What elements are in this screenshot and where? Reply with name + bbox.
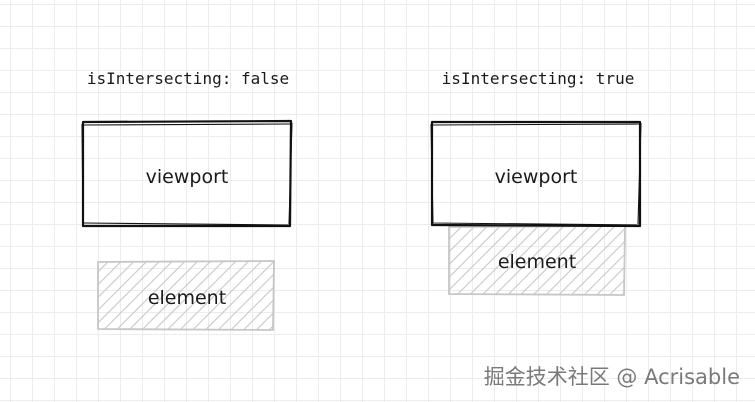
element-box-left (97, 260, 275, 331)
status-label-false: isIntersecting: false (87, 69, 289, 88)
element-label-left: element (148, 287, 226, 309)
viewport-box-left (81, 119, 293, 228)
scenario-not-intersecting: isIntersecting: false viewport element (81, 69, 293, 331)
scenario-intersecting: isIntersecting: true viewport element (430, 69, 642, 296)
status-label-true: isIntersecting: true (442, 69, 635, 88)
element-box-right (448, 225, 626, 296)
viewport-box-right (430, 120, 642, 228)
viewport-label-left: viewport (146, 166, 229, 188)
viewport-label-right: viewport (495, 166, 578, 188)
watermark: 掘金技术社区 @ Acrisable (484, 365, 740, 389)
element-label-right: element (498, 251, 576, 273)
